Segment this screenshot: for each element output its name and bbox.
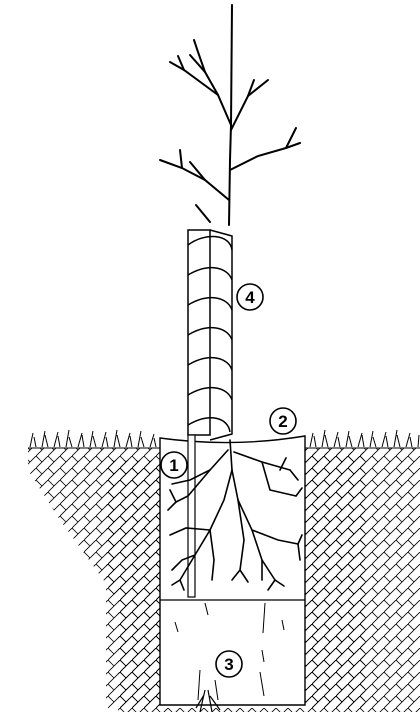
callout-2: 2 [270, 408, 296, 434]
callout-4-label: 4 [245, 288, 255, 307]
callout-2-label: 2 [278, 412, 287, 431]
callout-3-label: 3 [224, 655, 233, 674]
stake [188, 435, 195, 597]
callout-1-label: 1 [169, 456, 178, 475]
callout-4: 4 [237, 284, 263, 310]
tree-guard [188, 228, 232, 440]
callout-3: 3 [216, 651, 242, 677]
tree-branches [160, 5, 300, 225]
callout-1: 1 [161, 452, 187, 478]
